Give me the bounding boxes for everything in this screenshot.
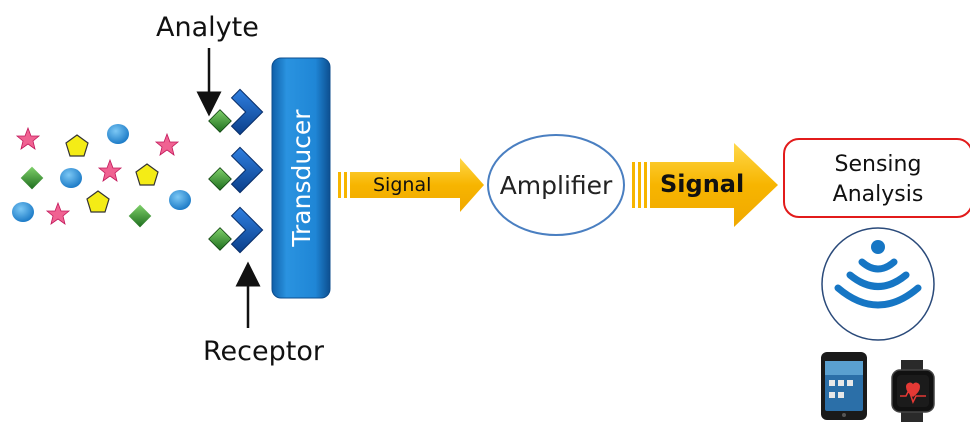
pentagon-molecule bbox=[135, 163, 159, 186]
signal-arrow-2 bbox=[632, 143, 778, 227]
amplifier-ellipse bbox=[487, 134, 625, 236]
amplifier-label: Amplifier bbox=[499, 171, 613, 200]
circle-molecule bbox=[60, 168, 82, 188]
receptor-bottom bbox=[230, 206, 264, 254]
star-molecule bbox=[45, 201, 71, 225]
circle-molecule bbox=[169, 190, 191, 210]
star-molecule bbox=[154, 132, 180, 156]
bound-analyte bbox=[208, 227, 232, 251]
receptor-label: Receptor bbox=[203, 336, 324, 367]
transducer-block bbox=[271, 57, 331, 299]
analyte-molecules bbox=[12, 124, 191, 228]
circle-molecule bbox=[12, 202, 34, 222]
bound-analyte bbox=[208, 109, 232, 133]
bound-analyte bbox=[208, 167, 232, 191]
signal-label-1: Signal bbox=[373, 174, 432, 196]
sensing-label: Sensing bbox=[834, 152, 922, 177]
signal-arrow-1 bbox=[338, 158, 484, 212]
circle-molecule bbox=[107, 124, 129, 144]
receptor-middle bbox=[230, 146, 264, 194]
sensing-analysis-box: Sensing Analysis bbox=[783, 138, 970, 218]
transducer-label: Transducer bbox=[287, 109, 316, 248]
analyte-label: Analyte bbox=[156, 12, 259, 43]
wireless-signal-icon bbox=[821, 227, 935, 341]
pentagon-molecule bbox=[86, 190, 110, 213]
pentagon-molecule bbox=[65, 134, 89, 157]
star-molecule bbox=[15, 126, 41, 150]
star-molecule bbox=[97, 158, 123, 182]
smartphone-icon bbox=[821, 352, 867, 420]
diamond-molecule bbox=[20, 166, 44, 190]
receptors bbox=[208, 88, 264, 254]
analysis-label: Analysis bbox=[832, 182, 924, 207]
signal-label-2: Signal bbox=[660, 170, 745, 198]
diamond-molecule bbox=[128, 204, 152, 228]
smartwatch-icon bbox=[891, 360, 935, 422]
receptor-top bbox=[230, 88, 264, 136]
